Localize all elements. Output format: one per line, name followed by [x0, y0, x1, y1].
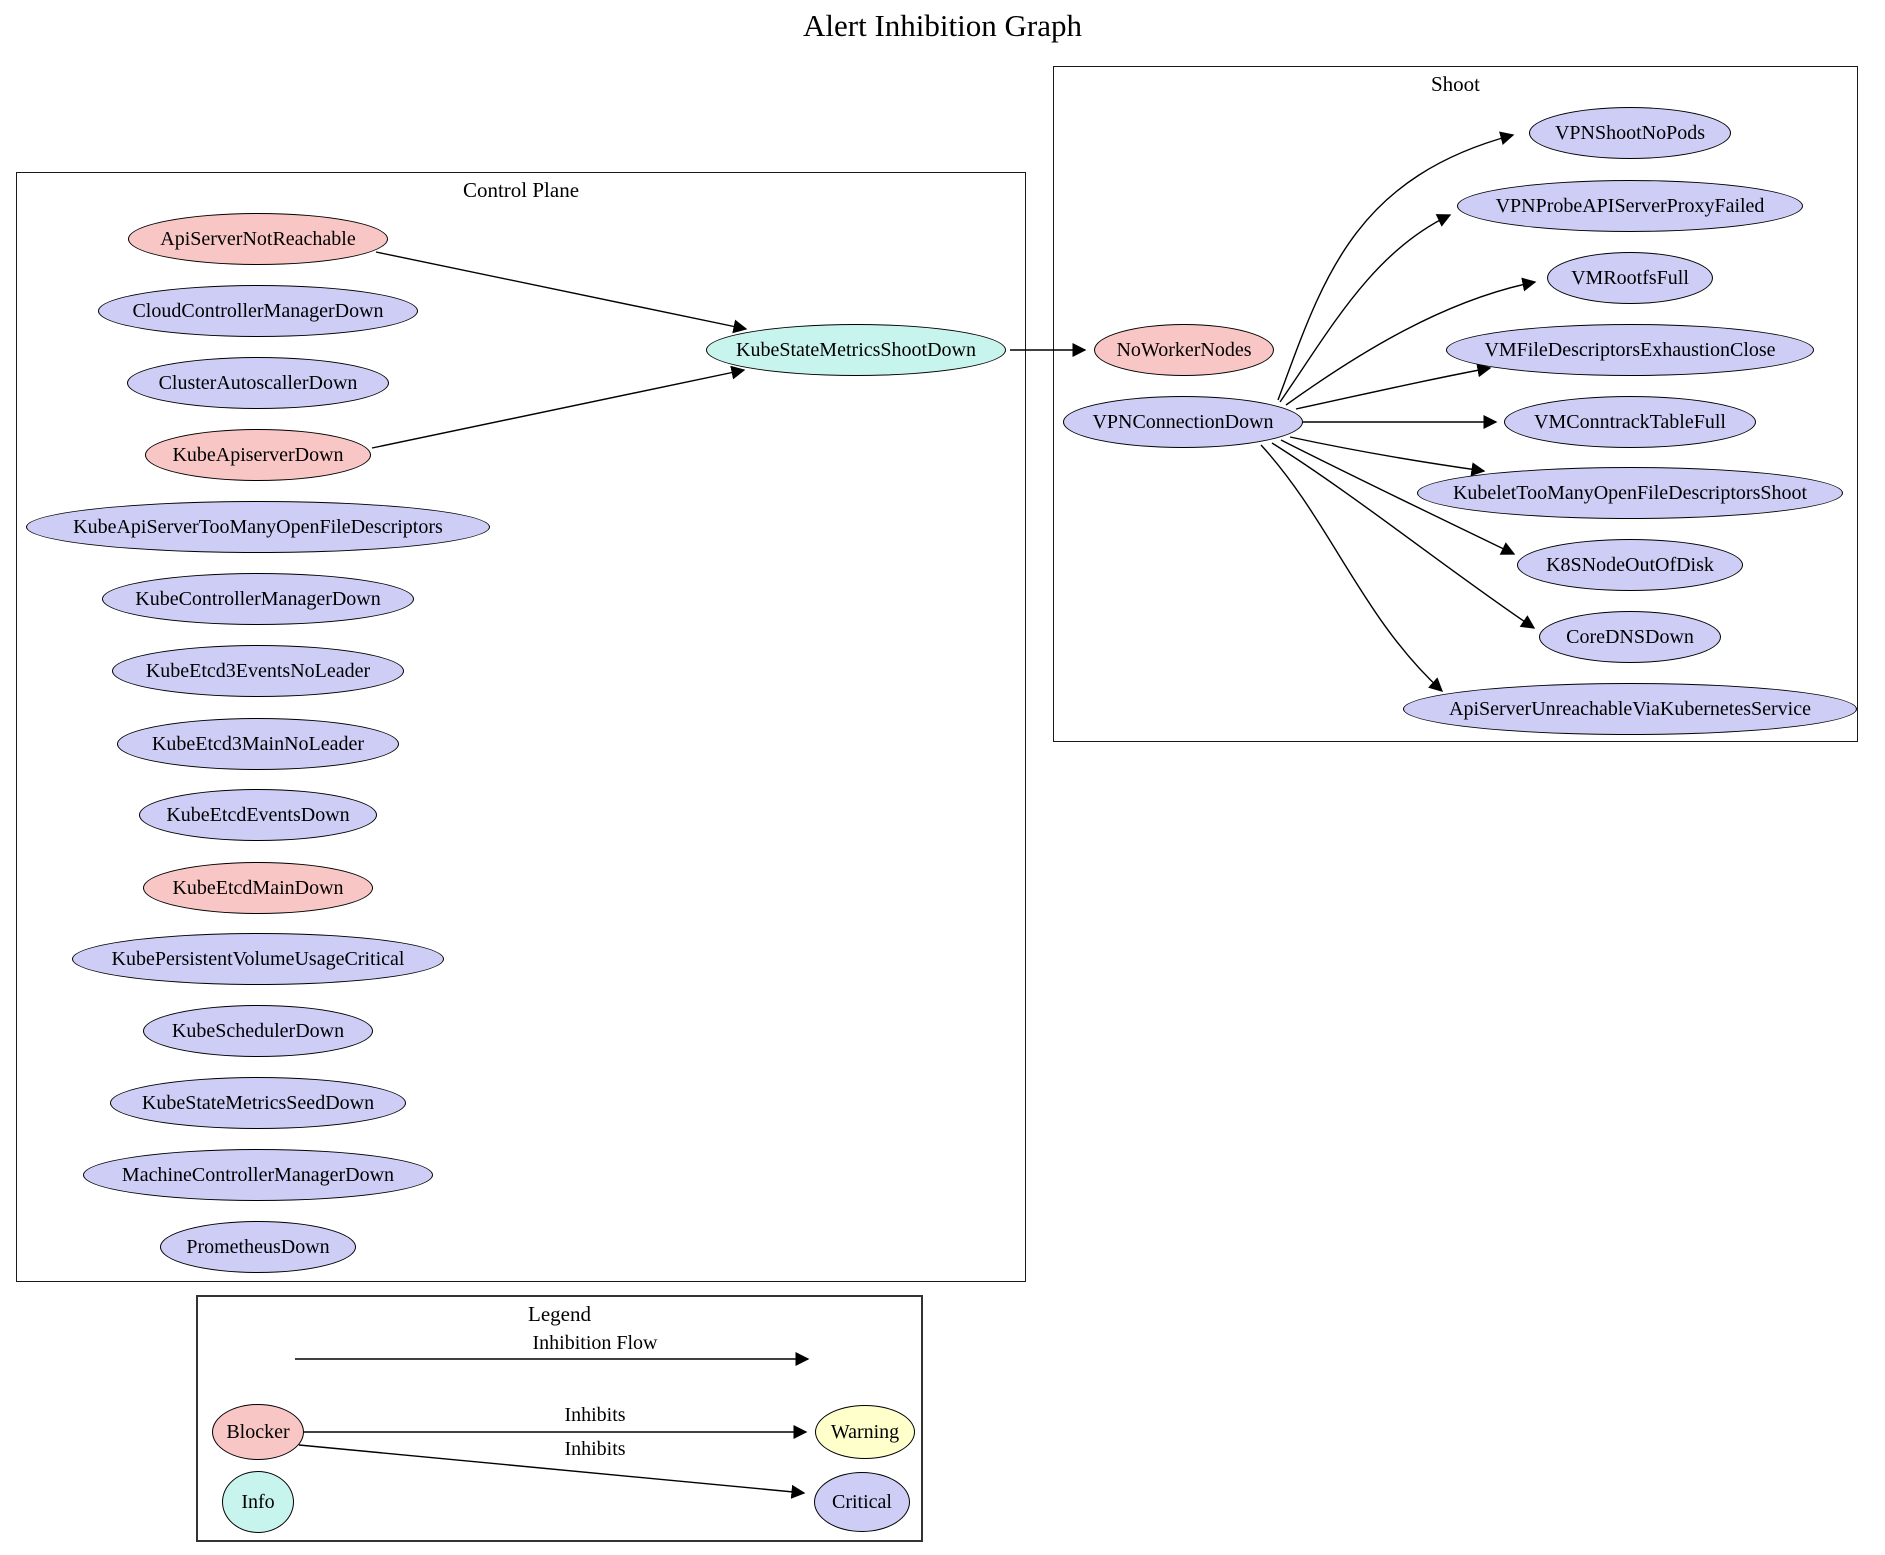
legend-title: Legend [528, 1302, 591, 1326]
edge-vpnconnection-down-to-vpnshoot-no-pods [1277, 131, 1515, 401]
node-kubelet-too-many-open-file-descriptors-shoot: KubeletTooManyOpenFileDescriptorsShoot [1417, 467, 1843, 519]
node-vmrootfs-full: VMRootfsFull [1547, 252, 1713, 304]
legend-inhibits-label-2: Inhibits [564, 1438, 626, 1460]
edge-vpnconnection-down-to-vmrootfs-full [1285, 277, 1537, 406]
node-kube-etcd3-main-no-leader: KubeEtcd3MainNoLeader [117, 718, 399, 770]
legend-edge-blocker-to-critical [298, 1444, 806, 1499]
node-cloud-controller-manager-down: CloudControllerManagerDown [98, 285, 418, 337]
node-machine-controller-manager-down: MachineControllerManagerDown [83, 1149, 433, 1201]
node-kube-etcd-main-down: KubeEtcdMainDown [143, 862, 373, 914]
node-kube-etcd3-events-no-leader: KubeEtcd3EventsNoLeader [112, 645, 404, 697]
node-vpnconnection-down: VPNConnectionDown [1063, 396, 1303, 448]
node-kube-persistent-volume-usage-critical: KubePersistentVolumeUsageCritical [72, 933, 444, 985]
node-core-dnsdown: CoreDNSDown [1539, 611, 1721, 663]
node-kube-apiserver-down: KubeApiserverDown [145, 429, 371, 481]
edge-vpnconnection-down-to-k8-snode-out-of-disk [1280, 439, 1516, 555]
node-kube-etcd-events-down: KubeEtcdEventsDown [139, 789, 377, 841]
edge-api-server-not-reachable-to-kube-state-metrics-shoot-down [375, 251, 748, 334]
node-kube-controller-manager-down: KubeControllerManagerDown [102, 573, 414, 625]
legend-box: Legend [196, 1295, 923, 1542]
node-k8-snode-out-of-disk: K8SNodeOutOfDisk [1517, 539, 1743, 591]
graph-title: Alert Inhibition Graph [803, 8, 1082, 43]
edge-vpnconnection-down-to-kubelet-too-many-open-file-descriptors-shoot [1289, 436, 1486, 477]
legend-flow-label: Inhibition Flow [532, 1332, 658, 1354]
edge-vpnconnection-down-to-vpnprobe-apiserver-proxy-failed [1279, 214, 1452, 403]
node-kube-state-metrics-shoot-down: KubeStateMetricsShootDown [706, 324, 1006, 376]
node-info: Info [222, 1471, 294, 1533]
edge-vpnconnection-down-to-vmfile-descriptors-exhaustion-close [1295, 363, 1492, 410]
node-prometheus-down: PrometheusDown [160, 1221, 356, 1273]
cluster-control-plane-label: Control Plane [462, 178, 580, 202]
edge-kube-apiserver-down-to-kube-state-metrics-shoot-down [371, 365, 746, 449]
node-cluster-autoscaller-down: ClusterAutoscallerDown [127, 357, 389, 409]
node-kube-api-server-too-many-open-file-descriptors: KubeApiServerTooManyOpenFileDescriptors [26, 501, 490, 553]
edge-vpnconnection-down-to-core-dnsdown [1271, 442, 1536, 629]
node-vmfile-descriptors-exhaustion-close: VMFileDescriptorsExhaustionClose [1446, 324, 1814, 376]
edge-vpnconnection-down-to-api-server-unreachable-via-kubernetes-service [1260, 444, 1444, 692]
node-kube-scheduler-down: KubeSchedulerDown [143, 1005, 373, 1057]
node-blocker: Blocker [212, 1404, 304, 1460]
legend-inhibits-label-1: Inhibits [564, 1404, 626, 1426]
cluster-shoot-label: Shoot [1430, 72, 1480, 96]
cluster-shoot: Shoot [1053, 66, 1858, 742]
node-critical: Critical [814, 1472, 910, 1532]
node-vpnprobe-apiserver-proxy-failed: VPNProbeAPIServerProxyFailed [1457, 180, 1803, 232]
node-api-server-not-reachable: ApiServerNotReachable [128, 213, 388, 265]
node-vpnshoot-no-pods: VPNShootNoPods [1529, 107, 1731, 159]
node-warning: Warning [815, 1405, 915, 1459]
cluster-control-plane: Control Plane [16, 172, 1026, 1282]
node-api-server-unreachable-via-kubernetes-service: ApiServerUnreachableViaKubernetesService [1403, 683, 1857, 735]
node-no-worker-nodes: NoWorkerNodes [1094, 324, 1274, 376]
node-kube-state-metrics-seed-down: KubeStateMetricsSeedDown [110, 1077, 406, 1129]
node-vmconntrack-table-full: VMConntrackTableFull [1504, 396, 1756, 448]
